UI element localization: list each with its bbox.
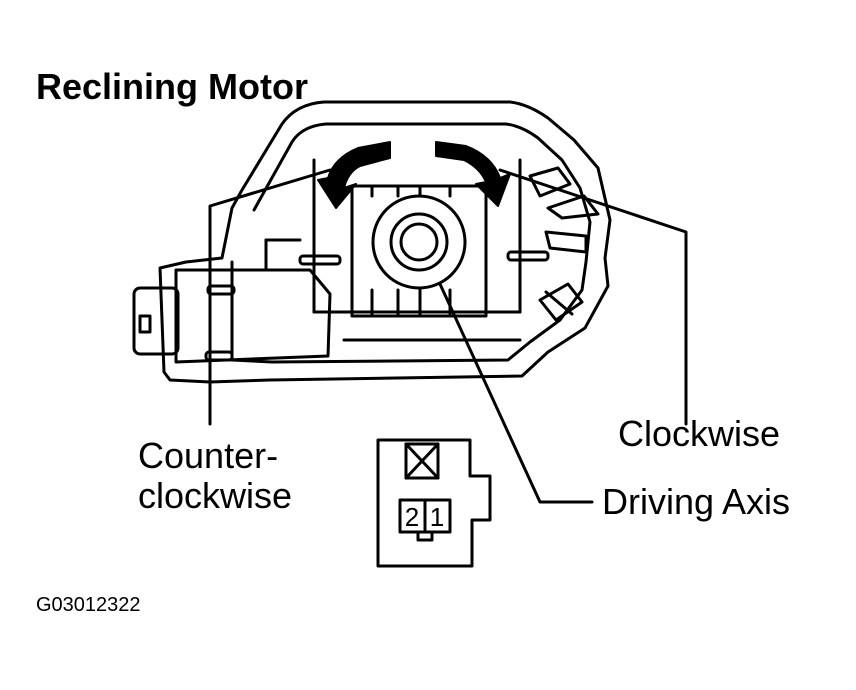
clockwise-label: Clockwise [618, 413, 781, 454]
driving-axis-label: Driving Axis [602, 481, 791, 522]
connector-body [376, 438, 492, 568]
driving-axis-inner [399, 222, 439, 262]
upper-terminal [528, 166, 572, 198]
figure-id: G03012322 [36, 594, 141, 616]
connector-pin-1: 1 [430, 502, 444, 532]
diagram-title: Reclining Motor [36, 66, 308, 107]
clockwise-leader [498, 168, 688, 426]
housing-outline [158, 100, 612, 384]
counterclockwise-label-line2: clockwise [138, 475, 293, 516]
housing-inner [230, 122, 592, 364]
counterclockwise-leader [208, 168, 332, 426]
counterclockwise-label-line1: Counter- [138, 435, 279, 476]
driving-axis-leader [438, 282, 594, 504]
clockwise-arrow [435, 141, 511, 207]
motor-cylinder [174, 268, 332, 364]
counterclockwise-label: Counter- clockwise [138, 436, 292, 516]
driving-axis-mid [389, 212, 449, 272]
driving-axis-outer [371, 194, 467, 290]
lower-terminal [538, 282, 584, 322]
connector-pin-2: 2 [405, 502, 419, 532]
counterclockwise-arrow [317, 141, 391, 209]
